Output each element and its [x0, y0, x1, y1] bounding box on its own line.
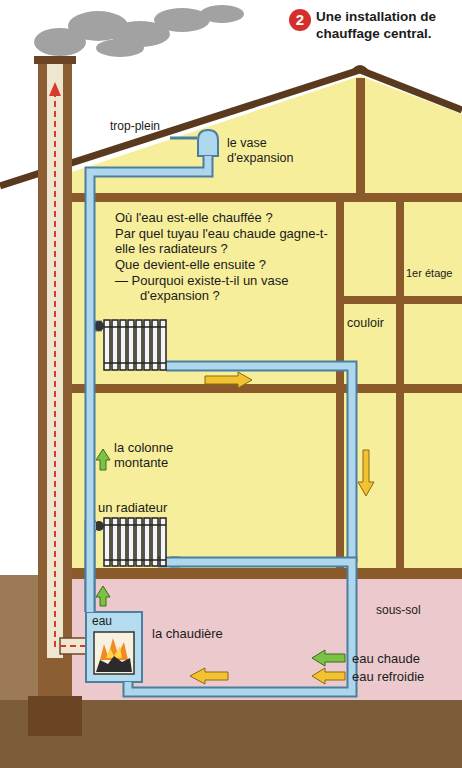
part-label: le vase d'expansion [227, 136, 311, 166]
smoke-path [55, 94, 86, 646]
pipe-wall [128, 562, 352, 692]
legend-arrow [312, 650, 345, 666]
legend-text: eau chaude [352, 651, 420, 666]
roof-post [356, 78, 365, 196]
part-label: la colonne montante [114, 440, 194, 470]
radiator [104, 525, 166, 560]
expansion-vessel [198, 130, 218, 156]
chimney-base [28, 696, 82, 736]
radiator [104, 327, 166, 363]
coal [96, 656, 132, 672]
house-interior [72, 76, 462, 575]
radiator: un radiateur [96, 500, 170, 568]
legend-text: eau refroidie [352, 669, 424, 684]
question-text: Que devient-elle ensuite ? [115, 257, 330, 272]
wall-beam [336, 296, 462, 304]
smoke [34, 5, 244, 57]
overflow-pipe [170, 137, 197, 140]
chimney-cap [34, 56, 76, 64]
smoke-puff [96, 39, 144, 57]
wall-post [336, 200, 344, 570]
cool-flow-arrow [205, 372, 252, 388]
water-pipe [128, 562, 352, 692]
callout-number: 2 [289, 12, 311, 27]
smoke-puff [200, 5, 244, 23]
cool-flow-arrow [358, 450, 374, 496]
part-label: trop-plein [110, 119, 160, 134]
pipe-water [128, 562, 352, 692]
boiler-body [86, 612, 142, 682]
part-label: la chaudière [152, 626, 223, 641]
timber-frame [72, 78, 462, 579]
firebox [94, 632, 134, 674]
floor-label: sous-sol [376, 603, 421, 618]
hot-flow-arrow [96, 449, 110, 470]
return-pipe [166, 366, 352, 562]
part-label: un radiateur [98, 500, 167, 515]
expansion-vessel: le vase d'expansion [197, 130, 219, 156]
floor-label: 1er étage [406, 266, 452, 281]
roof-ridge [350, 65, 370, 72]
diagram-title: Une installation de chauffage central. [316, 8, 460, 42]
wall-post [396, 200, 404, 570]
cool-flow-arrow [190, 668, 228, 684]
question-text: — Pourquoi existe-t-il un vase d'expansi… [115, 273, 330, 303]
room-label: couloir [347, 316, 384, 331]
radiator [104, 320, 166, 370]
question-text: Par quel tuyau l'eau chaude gagne-t-elle… [115, 226, 330, 256]
return-pipe [166, 366, 352, 562]
part-label: eau [92, 614, 112, 629]
boiler: eaula chaudière [86, 612, 142, 682]
radiator [104, 518, 166, 566]
legend-arrow [312, 668, 345, 684]
hot-flow-arrow [96, 586, 110, 606]
question-block: Où l'eau est-elle chauffée ?Par quel tuy… [115, 210, 330, 304]
callout-number: 2 [289, 9, 311, 31]
question-text: Où l'eau est-elle chauffée ? [115, 210, 330, 225]
smoke-arrowhead [49, 82, 61, 96]
